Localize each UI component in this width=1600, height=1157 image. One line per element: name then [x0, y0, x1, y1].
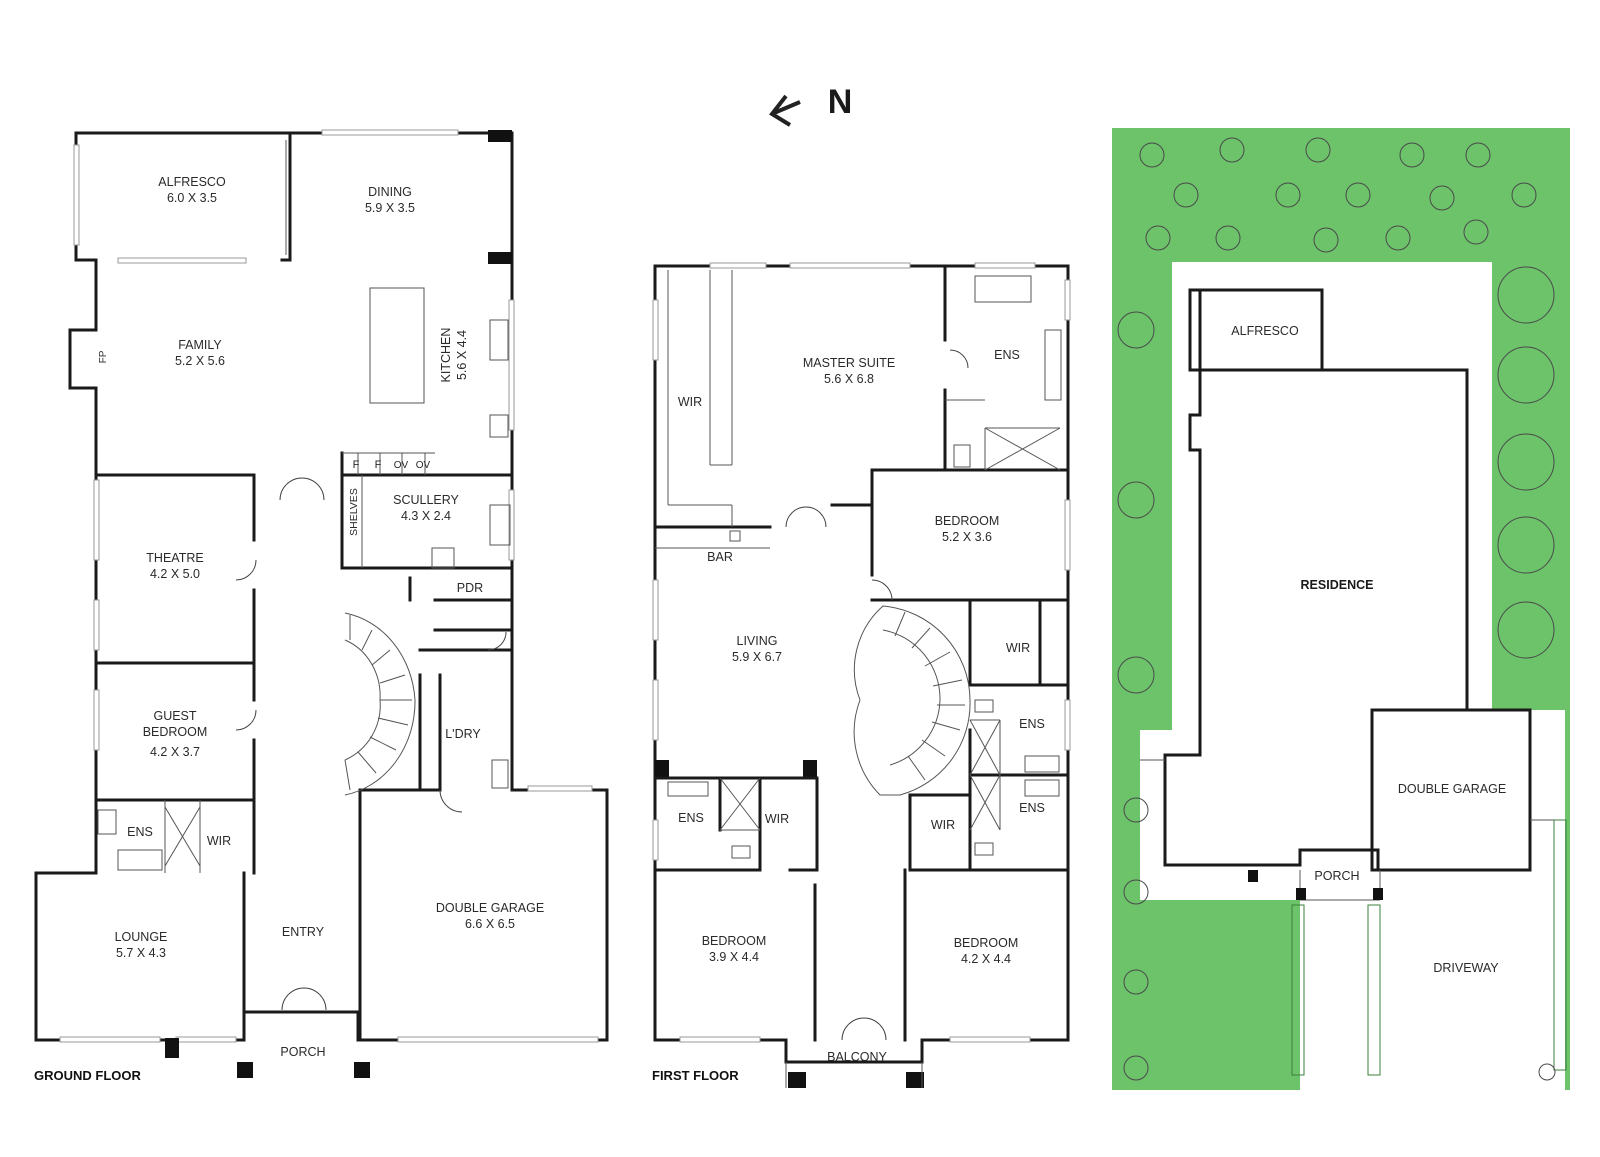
oven-label-2: OV: [416, 460, 431, 471]
bedroom-a-label: BEDROOM: [935, 514, 1000, 528]
balcony-label: BALCONY: [827, 1050, 887, 1064]
bedroom-b-size: 3.9 X 4.4: [709, 950, 759, 964]
ground-garage-size: 6.6 X 6.5: [465, 917, 515, 931]
site-porch-label: PORCH: [1314, 869, 1359, 883]
master-suite-label: MASTER SUITE: [803, 356, 895, 370]
wir-b-label: WIR: [931, 818, 955, 832]
bar-label: BAR: [707, 550, 733, 564]
ground-floor-labels: ALFRESCO 6.0 X 3.5 DINING 5.9 X 3.5 FAMI…: [34, 175, 544, 1083]
first-floor-title: FIRST FLOOR: [652, 1068, 739, 1083]
lounge-label: LOUNGE: [115, 930, 168, 944]
fridge-label-1: F: [353, 459, 360, 471]
guest-bedroom-label-2: BEDROOM: [143, 725, 208, 739]
kitchen-label: KITCHEN: [439, 328, 453, 383]
theatre-label: THEATRE: [146, 551, 203, 565]
fp-label: FP: [98, 350, 109, 363]
trees: [1117, 137, 1556, 1081]
scullery-size: 4.3 X 2.4: [401, 509, 451, 523]
pdr-label: PDR: [457, 581, 483, 595]
first-stair: [853, 605, 971, 796]
alfresco-label: ALFRESCO: [158, 175, 226, 189]
ground-ens-label: ENS: [127, 825, 153, 839]
site-residence-label: RESIDENCE: [1301, 578, 1374, 592]
ens-c-label: ENS: [678, 811, 704, 825]
fridge-label-2: F: [375, 459, 382, 471]
kitchen-size: 5.6 X 4.4: [455, 330, 469, 380]
ground-garage-label: DOUBLE GARAGE: [436, 901, 544, 915]
wir-c-label: WIR: [765, 812, 789, 826]
laundry-label: L'DRY: [445, 727, 481, 741]
site-plan-labels: ALFRESCO RESIDENCE DOUBLE GARAGE PORCH D…: [1231, 324, 1506, 975]
site-garage-label: DOUBLE GARAGE: [1398, 782, 1506, 796]
bedroom-a-size: 5.2 X 3.6: [942, 530, 992, 544]
north-label: N: [828, 83, 853, 121]
family-size: 5.2 X 5.6: [175, 354, 225, 368]
ground-porch-label: PORCH: [280, 1045, 325, 1059]
bedroom-c-size: 4.2 X 4.4: [961, 952, 1011, 966]
theatre-size: 4.2 X 5.0: [150, 567, 200, 581]
ground-floor-title: GROUND FLOOR: [34, 1068, 141, 1083]
ground-stair: [344, 612, 416, 796]
entry-label: ENTRY: [282, 925, 325, 939]
family-label: FAMILY: [178, 338, 222, 352]
living-size: 5.9 X 6.7: [732, 650, 782, 664]
dining-label: DINING: [368, 185, 412, 199]
living-label: LIVING: [737, 634, 778, 648]
wir-a-label: WIR: [1006, 641, 1030, 655]
alfresco-size: 6.0 X 3.5: [167, 191, 217, 205]
oven-label-1: OV: [394, 460, 409, 471]
ground-floor-plan: [34, 129, 609, 1078]
compass: N: [769, 83, 853, 127]
bedroom-c-label: BEDROOM: [954, 936, 1019, 950]
ground-wir-label: WIR: [207, 834, 231, 848]
hedge-row: [1291, 819, 1567, 1076]
site-alfresco-label: ALFRESCO: [1231, 324, 1299, 338]
dining-size: 5.9 X 3.5: [365, 201, 415, 215]
north-arrow-icon: [769, 94, 801, 127]
bedroom-b-label: BEDROOM: [702, 934, 767, 948]
site-plan: [1112, 128, 1570, 1090]
first-floor-labels: WIR MASTER SUITE 5.6 X 6.8 ENS BEDROOM 5…: [652, 348, 1045, 1083]
guest-bedroom-size: 4.2 X 3.7: [150, 745, 200, 759]
master-suite-size: 5.6 X 6.8: [824, 372, 874, 386]
first-floor-plan: [652, 262, 1071, 1088]
master-ens-label: ENS: [994, 348, 1020, 362]
ens-a-label: ENS: [1019, 717, 1045, 731]
scullery-label: SCULLERY: [393, 493, 459, 507]
shelves-label: SHELVES: [348, 488, 360, 536]
guest-bedroom-label-1: GUEST: [153, 709, 196, 723]
ens-b-label: ENS: [1019, 801, 1045, 815]
site-driveway-label: DRIVEWAY: [1433, 961, 1499, 975]
lounge-size: 5.7 X 4.3: [116, 946, 166, 960]
master-wir-label: WIR: [678, 395, 702, 409]
